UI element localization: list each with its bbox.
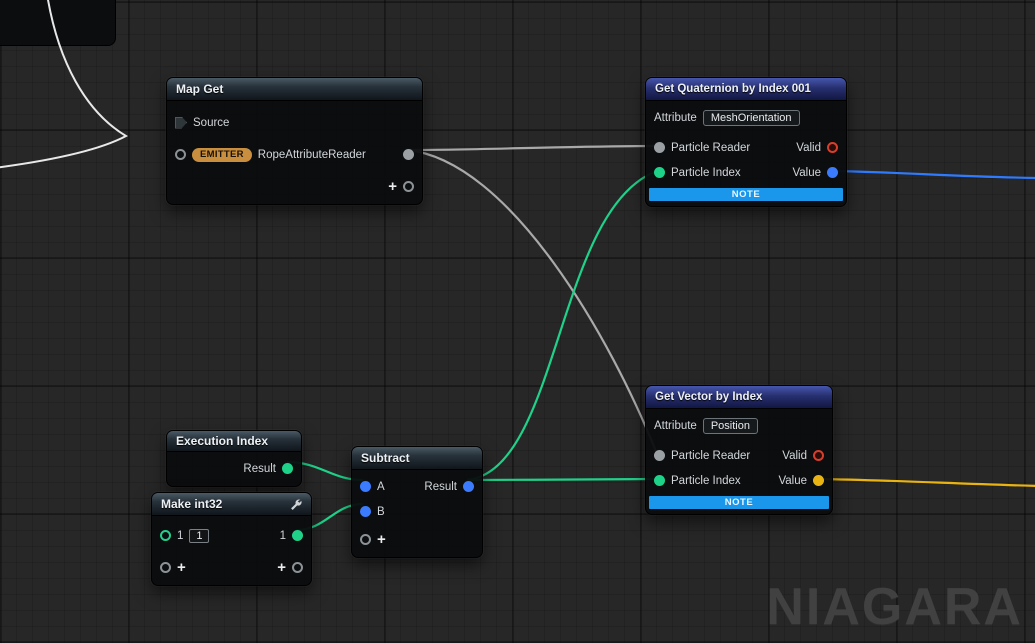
node-map-get[interactable]: Map Get Source EMITTER RopeAttributeRead…: [166, 77, 423, 205]
int-input-label: 1: [177, 529, 184, 542]
add-input-icon[interactable]: +: [177, 559, 186, 576]
reader-output-pin[interactable]: [403, 149, 414, 160]
node-subtract[interactable]: Subtract A Result B +: [351, 446, 483, 558]
make-int32-add-row: + +: [152, 555, 311, 580]
node-get-quaternion-header[interactable]: Get Quaternion by Index 001: [646, 78, 846, 101]
particle-reader-pin[interactable]: [654, 450, 665, 461]
note-bar[interactable]: NOTE: [649, 496, 829, 509]
node-title: Map Get: [176, 82, 224, 96]
particle-reader-pin[interactable]: [654, 142, 665, 153]
int-output-pin[interactable]: [292, 530, 303, 541]
particle-index-pin[interactable]: [654, 167, 665, 178]
wire-white[interactable]: [0, 0, 129, 169]
reader-label: RopeAttributeReader: [257, 148, 366, 161]
emitter-badge: EMITTER: [192, 147, 252, 162]
node-get-vector-header[interactable]: Get Vector by Index: [646, 386, 832, 409]
result-label: Result: [424, 480, 457, 493]
attribute-label: Attribute: [654, 419, 697, 432]
wire-reader-to-vector[interactable]: [406, 148, 659, 455]
source-label: Source: [193, 116, 230, 129]
attribute-label: Attribute: [654, 111, 697, 124]
value-pin[interactable]: [813, 475, 824, 486]
valid-label: Valid: [796, 141, 821, 154]
value-label: Value: [778, 474, 807, 487]
vector-attribute-row: Attribute Position: [646, 413, 832, 438]
map-get-reader-row: EMITTER RopeAttributeReader: [167, 142, 422, 167]
valid-pin[interactable]: [827, 142, 838, 153]
node-subtract-header[interactable]: Subtract: [352, 447, 482, 470]
node-get-vector-by-index[interactable]: Get Vector by Index Attribute Position P…: [645, 385, 833, 515]
add-input-socket[interactable]: [360, 534, 371, 545]
note-bar[interactable]: NOTE: [649, 188, 843, 201]
add-output-socket[interactable]: [292, 562, 303, 573]
quaternion-reader-row: Particle Reader Valid: [646, 135, 846, 160]
particle-index-pin[interactable]: [654, 475, 665, 486]
node-title: Subtract: [361, 451, 410, 465]
subtract-add-row: +: [352, 527, 482, 552]
subtract-a-row: A Result: [352, 474, 482, 499]
value-pin[interactable]: [827, 167, 838, 178]
node-title: Make int32: [161, 497, 223, 511]
particle-reader-label: Particle Reader: [671, 449, 751, 462]
wire-quaternion-value-out[interactable]: [831, 169, 1035, 180]
add-output-icon[interactable]: +: [277, 559, 286, 576]
add-pin-icon[interactable]: +: [388, 178, 397, 195]
niagara-watermark: NIAGARA: [766, 578, 1023, 636]
node-title: Get Quaternion by Index 001: [655, 83, 811, 95]
attribute-value-field[interactable]: Position: [702, 417, 758, 434]
result-pin[interactable]: [282, 463, 293, 474]
quaternion-index-row: Particle Index Value: [646, 160, 846, 185]
valid-label: Valid: [782, 449, 807, 462]
int-input-field[interactable]: 1: [189, 528, 210, 543]
node-map-get-header[interactable]: Map Get: [167, 78, 422, 101]
particle-index-label: Particle Index: [671, 166, 741, 179]
wire-result-to-quaternion-index[interactable]: [466, 169, 658, 482]
b-label: B: [377, 505, 385, 518]
particle-index-label: Particle Index: [671, 474, 741, 487]
execution-result-row: Result: [167, 456, 301, 481]
quaternion-attribute-row: Attribute MeshOrientation: [646, 105, 846, 130]
subtract-b-row: B: [352, 499, 482, 524]
add-input-icon[interactable]: +: [377, 531, 386, 548]
particle-reader-label: Particle Reader: [671, 141, 751, 154]
add-pin-socket[interactable]: [403, 181, 414, 192]
b-input-pin[interactable]: [360, 506, 371, 517]
result-pin[interactable]: [463, 481, 474, 492]
node-make-int32-header[interactable]: Make int32: [152, 493, 311, 516]
a-input-pin[interactable]: [360, 481, 371, 492]
node-execution-index[interactable]: Execution Index Result: [166, 430, 302, 487]
node-get-quaternion-by-index[interactable]: Get Quaternion by Index 001 Attribute Me…: [645, 77, 847, 207]
node-execution-index-header[interactable]: Execution Index: [167, 431, 301, 452]
vector-index-row: Particle Index Value: [646, 468, 832, 493]
wire-result-to-vector-index[interactable]: [466, 477, 658, 482]
wrench-icon: [291, 498, 302, 510]
result-label: Result: [243, 462, 276, 475]
reader-input-pin[interactable]: [175, 149, 186, 160]
source-exec-pin[interactable]: [175, 116, 187, 129]
map-get-add-row: +: [167, 174, 422, 199]
node-title: Execution Index: [176, 434, 269, 448]
value-label: Value: [792, 166, 821, 179]
map-get-source-row: Source: [167, 110, 422, 135]
wire-vector-value-out[interactable]: [817, 477, 1035, 487]
valid-pin[interactable]: [813, 450, 824, 461]
attribute-value-field[interactable]: MeshOrientation: [702, 109, 800, 126]
int-output-label: 1: [279, 529, 286, 542]
a-label: A: [377, 480, 385, 493]
node-title: Get Vector by Index: [655, 391, 763, 403]
node-make-int32[interactable]: Make int32 1 1 1 + +: [151, 492, 312, 586]
wire-reader-to-quaternion[interactable]: [406, 144, 658, 152]
int-input-pin[interactable]: [160, 530, 171, 541]
make-int32-value-row: 1 1 1: [152, 523, 311, 548]
vector-reader-row: Particle Reader Valid: [646, 443, 832, 468]
add-input-socket[interactable]: [160, 562, 171, 573]
